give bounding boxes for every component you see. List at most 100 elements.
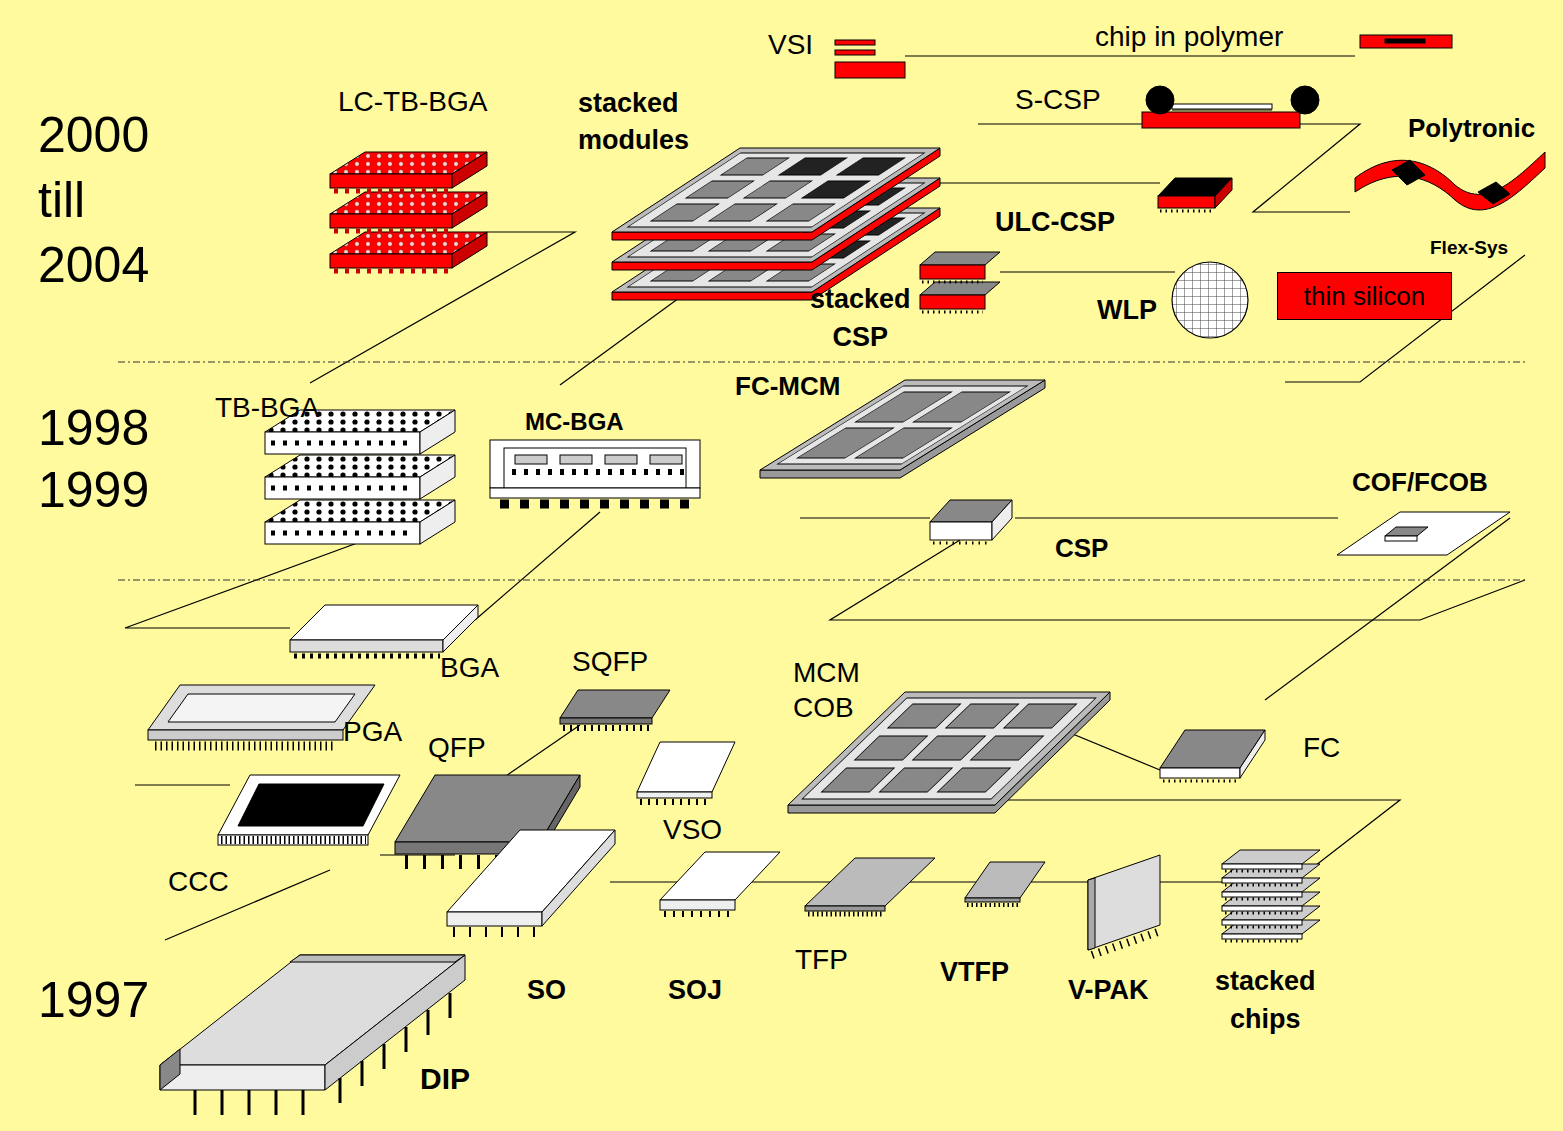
- package-label: BGA: [440, 652, 499, 684]
- lc-tb-bga-figure: [330, 152, 487, 191]
- cof-fcob-figure: [1337, 512, 1510, 555]
- dip-figure: [195, 993, 450, 1115]
- vsi-figure: [835, 62, 905, 78]
- vso-figure: [637, 792, 712, 798]
- bga-figure: [290, 605, 478, 656]
- vso-figure: [637, 742, 735, 792]
- so-figure: [447, 912, 542, 926]
- wlp-wafer-figure: [1172, 262, 1248, 338]
- vtfp-figure: [965, 862, 1045, 905]
- wlp-wafer-figure: [1172, 262, 1248, 338]
- pga-figure: [148, 685, 375, 746]
- fc-mcm-figure: [913, 392, 1009, 422]
- mc-bga-figure: [500, 500, 690, 509]
- package-label: stacked chips: [1215, 962, 1316, 1038]
- stacked-chips-figure: [1222, 850, 1320, 941]
- bga-figure: [290, 640, 443, 652]
- polytronic-figure: [1355, 152, 1545, 210]
- pga-figure: [148, 685, 375, 730]
- roadmap-lines: [940, 182, 1160, 183]
- stacked-csp-figure: [920, 252, 1000, 312]
- sqfp-figure: [563, 725, 650, 731]
- stacked-csp-figure: [922, 311, 983, 314]
- dip-figure: [361, 1061, 364, 1086]
- tfp-figure: [808, 912, 882, 917]
- package-label: VSO: [663, 814, 722, 846]
- package-label: SOJ: [668, 974, 722, 1006]
- roadmap-lines: [1253, 124, 1360, 212]
- year-label: 2000 till 2004: [38, 103, 149, 298]
- era-divider: [118, 361, 1525, 362]
- dip-figure: [160, 955, 465, 1115]
- dip-figure: [290, 955, 465, 962]
- polytronic-figure: [1355, 152, 1545, 210]
- bga-figure: [443, 605, 478, 652]
- roadmap-lines: [905, 55, 1355, 56]
- soj-figure: [660, 900, 735, 910]
- stacked-modules-figure: [612, 148, 940, 300]
- stacked-chips-figure: [1222, 850, 1320, 871]
- cof-fcob-figure: [1385, 527, 1428, 536]
- dip-figure: [302, 1090, 305, 1115]
- package-label: stacked CSP: [810, 280, 911, 356]
- dip-figure: [160, 1065, 325, 1090]
- ulc-csp-figure: [1215, 178, 1232, 208]
- mc-bga-figure: [490, 488, 700, 498]
- s-csp-figure: [1172, 110, 1272, 111]
- package-label: FC: [1303, 732, 1340, 764]
- dip-figure: [383, 1044, 386, 1069]
- package-label: chip in polymer: [1095, 21, 1283, 53]
- fc-figure: [1160, 768, 1240, 778]
- lc-tb-bga-figure: [330, 232, 487, 271]
- stacked-modules-figure: [612, 148, 940, 240]
- mc-bga-figure: [515, 455, 547, 464]
- roadmap-lines: [1015, 517, 1338, 518]
- pga-figure: [148, 730, 343, 740]
- fc-figure: [1163, 780, 1237, 783]
- soj-figure: [664, 911, 732, 917]
- package-label: S-CSP: [1015, 84, 1101, 116]
- package-label: stacked modules: [578, 85, 689, 159]
- vso-figure: [637, 742, 735, 802]
- stacked-csp-figure: [920, 282, 1000, 295]
- csp-figure: [930, 522, 992, 540]
- package-label: LC-TB-BGA: [338, 86, 487, 118]
- ccc-figure: [218, 775, 400, 835]
- package-label: VTFP: [940, 956, 1009, 988]
- package-label: CCC: [168, 866, 229, 898]
- mc-bga-figure: [504, 448, 686, 488]
- roadmap-lines: [978, 123, 1142, 124]
- roadmap-lines: [500, 725, 580, 780]
- vso-figure: [640, 799, 710, 805]
- sqfp-figure: [560, 690, 670, 718]
- pga-figure: [168, 694, 355, 722]
- soj-figure: [660, 852, 780, 914]
- vtfp-figure: [965, 898, 1020, 902]
- material-box: thin silicon: [1277, 272, 1452, 320]
- vsi-figure: [835, 40, 875, 45]
- dip-figure: [427, 1010, 430, 1035]
- package-label: PGA: [343, 716, 402, 748]
- year-label: 1998 1999: [38, 397, 149, 521]
- tb-bga-figure: [265, 410, 455, 544]
- v-pak-figure: [1088, 855, 1160, 955]
- package-label: ULC-CSP: [995, 206, 1115, 238]
- dip-figure: [275, 1090, 278, 1115]
- roadmap-lines: [1000, 271, 1175, 272]
- package-label: QFP: [428, 732, 486, 764]
- dip-figure: [194, 1090, 197, 1115]
- year-label: 1997: [38, 968, 149, 1032]
- roadmap-lines: [560, 290, 690, 385]
- s-csp-figure: [1146, 86, 1174, 114]
- lc-tb-bga-figure: [330, 152, 487, 271]
- package-label: VSI: [768, 29, 813, 61]
- package-label: V-PAK: [1068, 974, 1149, 1006]
- s-csp-figure: [1142, 112, 1300, 128]
- roadmap-lines: [475, 512, 600, 620]
- dip-figure: [160, 1049, 180, 1090]
- stacked-csp-figure: [920, 295, 985, 309]
- fc-figure: [1160, 730, 1265, 781]
- ulc-csp-figure: [1160, 210, 1213, 213]
- vsi-figure: [835, 50, 875, 55]
